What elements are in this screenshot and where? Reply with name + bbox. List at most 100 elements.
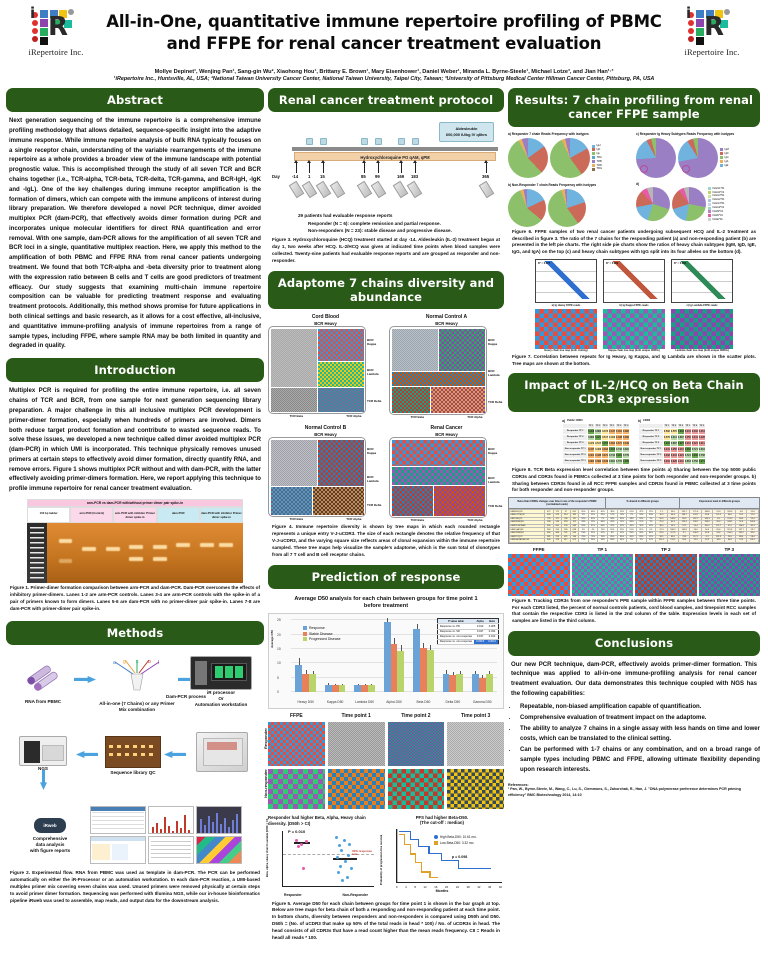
conclusion-bullet: Comprehensive evaluation of treatment im… bbox=[518, 714, 760, 724]
figure1-caption: Figure 1. Primer-dimer formation compari… bbox=[6, 583, 264, 613]
blood-draw-icon bbox=[357, 181, 373, 198]
bar-chart-legend: ResponseStable DiseaseProgressed Disease bbox=[303, 626, 341, 643]
treemap-nonresponder-ffpe bbox=[268, 769, 325, 809]
treemap-chain-label: TCR Alpha bbox=[346, 517, 361, 521]
treemap-chain-label: TCR Beta bbox=[411, 415, 425, 419]
treemap-responder-tp2 bbox=[388, 722, 445, 766]
logo-left-label: iRepertoire Inc. bbox=[10, 47, 102, 57]
treemap-chain-label: BCR Lambda bbox=[488, 369, 504, 377]
chain-legend: IgHIgKIgLTRATRBTRDTRG bbox=[592, 144, 602, 171]
legend-swatch bbox=[720, 160, 723, 163]
timepoint-label: FFPE bbox=[268, 713, 325, 719]
km-legend-swatch-high bbox=[434, 835, 438, 839]
blood-draw-icon bbox=[316, 181, 332, 198]
il2-marker bbox=[375, 138, 382, 145]
legend-swatch bbox=[708, 218, 711, 221]
chart-title-line2: before treatment bbox=[268, 603, 504, 609]
table-cell: 5% bbox=[627, 539, 637, 543]
legend-swatch bbox=[303, 632, 307, 636]
bar bbox=[472, 674, 479, 692]
conclusions-intro: Our new PCR technique, dam-PCR, effectiv… bbox=[508, 661, 760, 700]
figure5-bottom-plots: Responder had higher Beta, Alpha, Heavy … bbox=[268, 815, 504, 899]
blood-draw-icon bbox=[371, 181, 387, 198]
figure9-caption-text: Tracking CDR3s from one responder's PPE … bbox=[512, 598, 756, 624]
treemap-tp2 bbox=[635, 554, 697, 596]
error-bar bbox=[394, 638, 395, 644]
table-cell: 131.1 bbox=[667, 539, 678, 543]
author-list: Mollye Depinet¹, Wenjing Pan¹, Sang-gin … bbox=[0, 62, 768, 76]
aldesleukin-box: Aldesleukin 600,000 IU/kg IV q8hrs bbox=[439, 122, 494, 141]
protocol-summary-line3: Non-responders (N = 23): stable disease … bbox=[298, 227, 504, 235]
timepoint-treemap-grid: FFPE Time point 1 Time point 2 Time poin… bbox=[268, 713, 504, 766]
day-value: 169 bbox=[397, 174, 404, 179]
timepoint-label: Time point 3 bbox=[447, 713, 504, 719]
treemap-ffpe bbox=[508, 554, 570, 596]
table-cell: 817 bbox=[562, 539, 571, 543]
section-header-prediction: Prediction of response bbox=[268, 565, 504, 589]
legend-label: IgE bbox=[725, 164, 729, 168]
treemap-panel: Renal Cancer BCR Heavy BCR Kappa BCR Lam… bbox=[389, 425, 504, 522]
treemap-chain-label: BCR Kappa bbox=[367, 447, 383, 455]
day-axis-label: Day bbox=[272, 174, 280, 179]
results-panel-a-label: a) Responder 7 chain Reads Frequency wit… bbox=[508, 132, 632, 136]
il2-marker bbox=[398, 138, 405, 145]
x-axis-tick: Delta D50 bbox=[438, 700, 467, 704]
figure5-caption: Figure 5. Average D50 for each chain bet… bbox=[268, 899, 504, 942]
timepoint-label: Time point 2 bbox=[388, 713, 445, 719]
scatter-annotation: 40% response rate bbox=[352, 850, 374, 857]
table-cell: 34% bbox=[598, 539, 608, 543]
results-panel-c-label: b) Non-Responder 7 chain Reads Frequency… bbox=[508, 183, 632, 187]
bar bbox=[449, 675, 456, 692]
bar bbox=[354, 685, 361, 692]
scatter-title: Responder had higher Beta, Alpha, Heavy … bbox=[268, 815, 376, 827]
legend-label: IGHE*01 bbox=[713, 218, 723, 222]
legend-swatch bbox=[592, 160, 595, 163]
bar bbox=[325, 685, 332, 692]
timeline-tick bbox=[309, 163, 310, 173]
x-axis-tick: Kappa D50 bbox=[320, 700, 349, 704]
table-cell: 101.1 bbox=[747, 539, 759, 543]
heatmap-cell: 0.219 bbox=[663, 458, 670, 464]
x-axis-tick: Lambda D50 bbox=[350, 700, 379, 704]
figure1-caption-text: Primer-dimer formation comparison betwee… bbox=[10, 585, 260, 611]
error-bar bbox=[460, 671, 461, 674]
figure8-caption: Figure 8. TCR Beta expression level corr… bbox=[508, 465, 760, 495]
treemap-chain-label: BCR Kappa bbox=[367, 338, 383, 346]
error-bar bbox=[453, 672, 454, 675]
error-bar bbox=[371, 684, 372, 685]
legend-label: Response bbox=[309, 626, 325, 630]
heatmap-public-cdr3: TP 1TP 2TP 3TP 1TP 2TP 3Responder TP 10.… bbox=[562, 423, 630, 465]
treemap-nonresponder-tp1 bbox=[328, 769, 385, 809]
error-bar bbox=[387, 618, 388, 623]
bar bbox=[420, 648, 427, 692]
km-xlabel: Months bbox=[380, 889, 504, 893]
heatmap-cell: 0.349 bbox=[602, 458, 609, 464]
error-bar bbox=[446, 670, 447, 673]
figure1-caption-label: Figure 1. bbox=[10, 585, 29, 590]
legend-swatch bbox=[708, 199, 711, 202]
day-value: 99 bbox=[375, 174, 380, 179]
sample-label: FFPE bbox=[508, 547, 570, 552]
tubes-icon bbox=[19, 664, 67, 694]
dna-ladder-icon bbox=[27, 523, 47, 583]
conclusions-bullets: Repeatable, non-biased amplification cap… bbox=[508, 703, 760, 777]
heatmap-row: Non-responder TP 30.2190.2280.2110.6640.… bbox=[639, 458, 706, 464]
protocol-summary-line1: 29 patients had evaluable response repor… bbox=[298, 212, 504, 220]
legend-swatch bbox=[720, 148, 723, 151]
figure3-caption-label: Figure 3. bbox=[272, 237, 291, 242]
irweb-badge: iRweb bbox=[34, 818, 65, 833]
treemap-chain-label: TCR Alpha bbox=[346, 414, 361, 418]
conclusion-bullet: The ability to analyze 7 chains in a sin… bbox=[518, 725, 760, 745]
legend-swatch bbox=[592, 148, 595, 151]
figure5-caption-text: Average D50 for each chain between group… bbox=[272, 901, 500, 940]
arrow-left-icon bbox=[164, 751, 186, 758]
conclusion-bullet: Repeatable, non-biased amplification cap… bbox=[518, 703, 760, 713]
p-table-cell: Response vs. non-response bbox=[437, 639, 474, 644]
table-cell: 74.9 bbox=[736, 539, 747, 543]
figure4-treemaps: Cord Blood BCR Heavy bbox=[268, 314, 504, 522]
timeline-tick bbox=[415, 163, 416, 173]
bar bbox=[391, 644, 398, 692]
treemap-title: Renal Cancer bbox=[389, 425, 504, 431]
pie-chart-nonresponder-2 bbox=[548, 189, 586, 227]
bar bbox=[413, 629, 420, 692]
